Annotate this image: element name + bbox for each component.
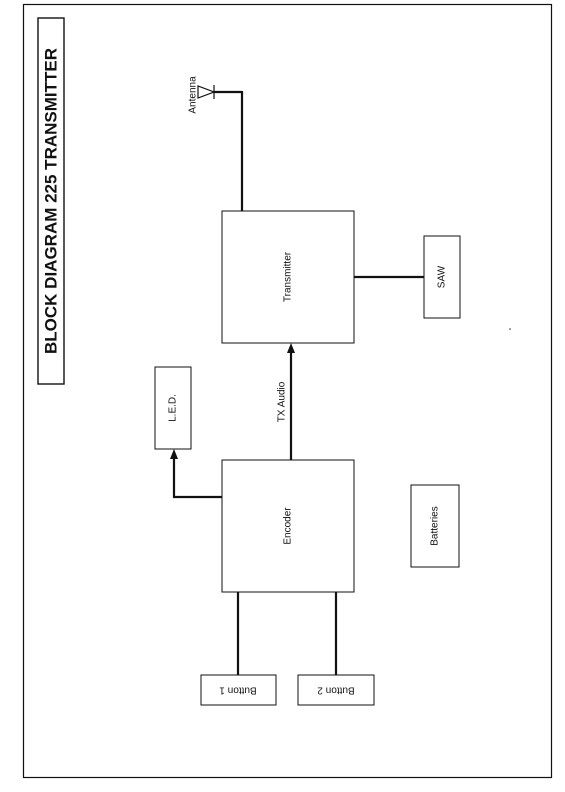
- antenna-label: Antenna: [188, 76, 199, 114]
- tx-audio-arrowhead: [287, 343, 295, 353]
- led-arrowhead: [170, 449, 178, 459]
- batteries-block: [410, 484, 460, 568]
- led-label: L.E.D.: [168, 394, 179, 422]
- scan-speck: [509, 328, 511, 330]
- antenna-icon: [197, 85, 244, 212]
- led-block: [154, 366, 192, 450]
- transmitter-label: Transmitter: [283, 251, 294, 302]
- saw-block: [423, 235, 461, 319]
- tx-audio-label: TX Audio: [277, 381, 288, 422]
- page-frame: [22, 3, 553, 779]
- diagram-title: BLOCK DIAGRAM 225 TRANSMITTER: [42, 48, 61, 354]
- led-connection: [172, 458, 222, 499]
- encoder-block: [221, 459, 355, 593]
- button2-label: Button 2: [317, 685, 355, 696]
- button2-block: [297, 674, 375, 706]
- saw-label: SAW: [437, 265, 448, 288]
- batteries-label: Batteries: [430, 506, 441, 545]
- button1-block: [200, 674, 277, 706]
- transmitter-block: [221, 210, 355, 344]
- button1-label: Button 1: [219, 685, 257, 696]
- title-box: [37, 17, 65, 385]
- encoder-label: Encoder: [283, 507, 294, 545]
